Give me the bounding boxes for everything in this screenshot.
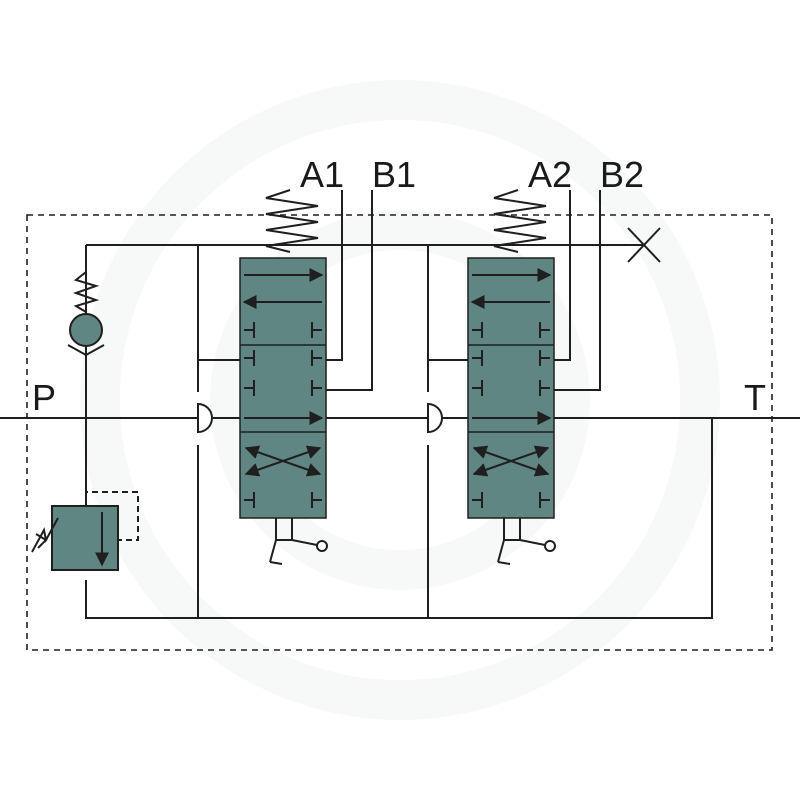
valve-2-lever-icon: [498, 518, 555, 564]
relief-valve: [32, 492, 138, 570]
valve-1-lever-icon: [270, 518, 327, 564]
port-label-a2: A2: [528, 154, 573, 195]
directional-valve-1: [240, 190, 327, 564]
port-label-b2: B2: [600, 154, 645, 195]
port-label-t: T: [744, 377, 766, 418]
gallery-lines: [86, 228, 712, 618]
watermark: [100, 100, 700, 700]
valve-1-spring-icon: [266, 190, 318, 252]
assembly-boundary: [27, 215, 772, 650]
port-label-p: P: [32, 377, 57, 418]
directional-valve-2: [468, 190, 555, 564]
port-label-b1: B1: [372, 154, 417, 195]
port-label-a1: A1: [300, 154, 345, 195]
valve-2-spring-icon: [494, 190, 546, 252]
check-valve: [68, 272, 104, 355]
work-port-lines: [326, 190, 600, 390]
